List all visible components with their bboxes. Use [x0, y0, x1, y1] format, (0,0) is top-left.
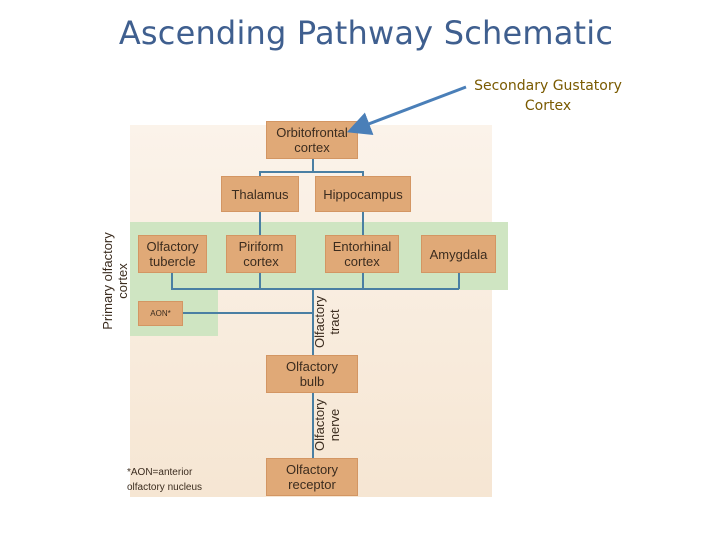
connector-hippocampus-up: [362, 171, 364, 176]
box-olfactory-receptor: Olfactory receptor: [266, 458, 358, 496]
box-piriform-cortex: Piriform cortex: [226, 235, 296, 273]
box-thalamus: Thalamus: [221, 176, 299, 212]
callout-label: Secondary Gustatory Cortex: [458, 76, 638, 116]
connector-amygdala-down: [458, 272, 460, 289]
connector-cortex-horizontal: [171, 288, 459, 290]
connector-piriform-down: [259, 272, 261, 289]
box-olfactory-tubercle: Olfactory tubercle: [138, 235, 207, 273]
box-olfactory-bulb: Olfactory bulb: [266, 355, 358, 393]
box-hippocampus: Hippocampus: [315, 176, 411, 212]
connector-orbitofrontal-down: [312, 158, 314, 172]
connector-aon-horizontal: [182, 312, 313, 314]
box-orbitofrontal-cortex: Orbitofrontal cortex: [266, 121, 358, 159]
connector-hippocampus-down: [362, 212, 364, 236]
box-entorhinal-cortex: Entorhinal cortex: [325, 235, 399, 273]
callout-line-1: Secondary Gustatory: [474, 78, 622, 94]
connector-thalamus-down: [259, 212, 261, 236]
connector-entorhinal-down: [362, 272, 364, 289]
connector-top-horizontal: [259, 171, 363, 173]
connector-tubercle-down: [171, 272, 173, 289]
box-amygdala: Amygdala: [421, 235, 496, 273]
connector-olfactory-nerve: [312, 393, 314, 458]
footnote-aon: *AON=anterior olfactory nucleus: [127, 467, 203, 493]
box-aon: AON*: [138, 301, 183, 326]
slide-title: Ascending Pathway Schematic: [118, 14, 614, 52]
callout-line-2: Cortex: [524, 98, 572, 114]
connector-thalamus-up: [259, 171, 261, 176]
connector-olfactory-tract: [312, 288, 314, 356]
